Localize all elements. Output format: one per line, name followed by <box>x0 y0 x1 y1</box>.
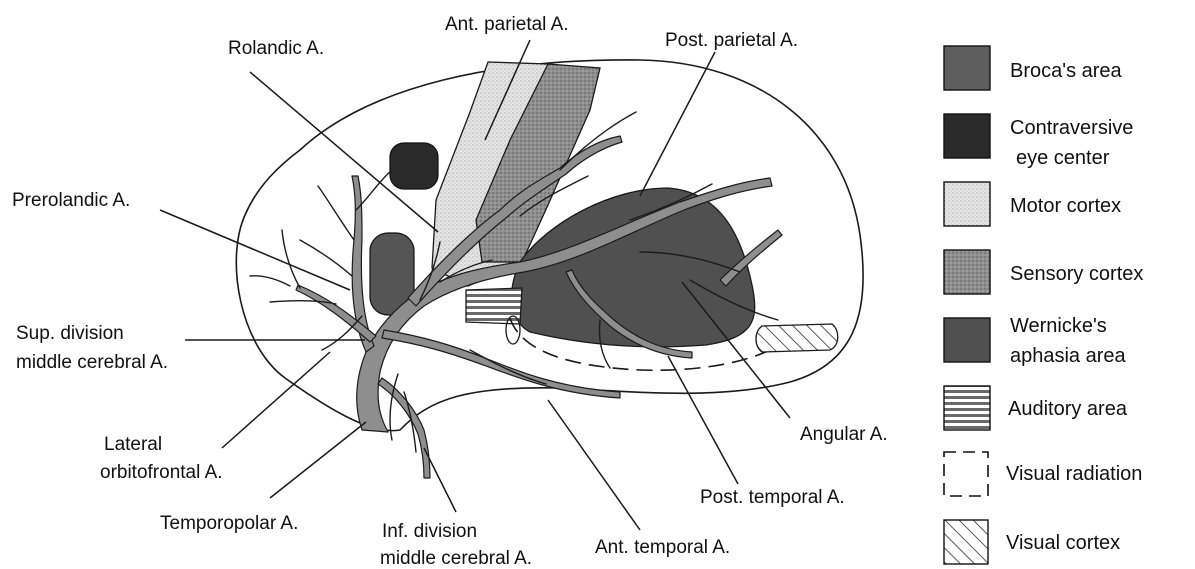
legend: Broca's area Contraversive eye center Mo… <box>944 46 1143 564</box>
label-rolandic: Rolandic A. <box>228 38 324 59</box>
legend-label-auditory: Auditory area <box>1008 398 1128 420</box>
label-inf-division-1: Inf. division <box>382 521 477 542</box>
label-inf-division-2: middle cerebral A. <box>380 548 532 569</box>
legend-item-wernicke: Wernicke's aphasia area <box>944 315 1127 367</box>
label-angular: Angular A. <box>800 424 888 445</box>
legend-item-sensory: Sensory cortex <box>944 250 1143 294</box>
legend-item-auditory: Auditory area <box>944 386 1128 430</box>
label-temporopolar: Temporopolar A. <box>160 513 298 534</box>
legend-item-visual-radiation: Visual radiation <box>944 452 1142 496</box>
legend-item-broca: Broca's area <box>944 46 1123 90</box>
label-prerolandic: Prerolandic A. <box>12 190 130 211</box>
label-lateral-orbitofrontal-2: orbitofrontal A. <box>100 462 223 483</box>
legend-swatch-eye-center <box>944 114 990 158</box>
legend-item-motor: Motor cortex <box>944 182 1121 226</box>
legend-label-eye-center-2: eye center <box>1016 147 1110 169</box>
legend-label-visual-cortex: Visual cortex <box>1006 532 1120 554</box>
legend-label-eye-center-1: Contraversive <box>1010 117 1133 139</box>
legend-label-visual-radiation: Visual radiation <box>1006 463 1142 485</box>
auditory-area-region <box>466 288 522 324</box>
legend-swatch-broca <box>944 46 990 90</box>
legend-label-broca: Broca's area <box>1010 60 1123 82</box>
legend-item-visual-cortex: Visual cortex <box>944 520 1120 564</box>
legend-item-eye-center: Contraversive eye center <box>944 114 1133 169</box>
eye-center-region <box>390 143 438 189</box>
legend-swatch-motor <box>944 182 990 226</box>
label-ant-parietal: Ant. parietal A. <box>445 14 569 35</box>
label-ant-temporal: Ant. temporal A. <box>595 537 730 558</box>
legend-label-wernicke-2: aphasia area <box>1010 345 1127 367</box>
legend-swatch-auditory <box>944 386 990 430</box>
label-post-parietal: Post. parietal A. <box>665 30 798 51</box>
wernicke-area-region <box>512 188 755 347</box>
label-sup-division-2: middle cerebral A. <box>16 352 168 373</box>
legend-swatch-visual-radiation <box>944 452 988 496</box>
label-sup-division-1: Sup. division <box>16 323 124 344</box>
legend-swatch-sensory <box>944 250 990 294</box>
legend-swatch-visual-cortex <box>944 520 988 564</box>
legend-label-motor: Motor cortex <box>1010 195 1121 217</box>
visual-cortex-region <box>756 324 838 352</box>
label-post-temporal: Post. temporal A. <box>700 487 845 508</box>
label-lateral-orbitofrontal-1: Lateral <box>104 434 162 455</box>
legend-swatch-wernicke <box>944 318 990 362</box>
legend-label-wernicke-1: Wernicke's <box>1010 315 1107 337</box>
legend-label-sensory: Sensory cortex <box>1010 263 1143 285</box>
